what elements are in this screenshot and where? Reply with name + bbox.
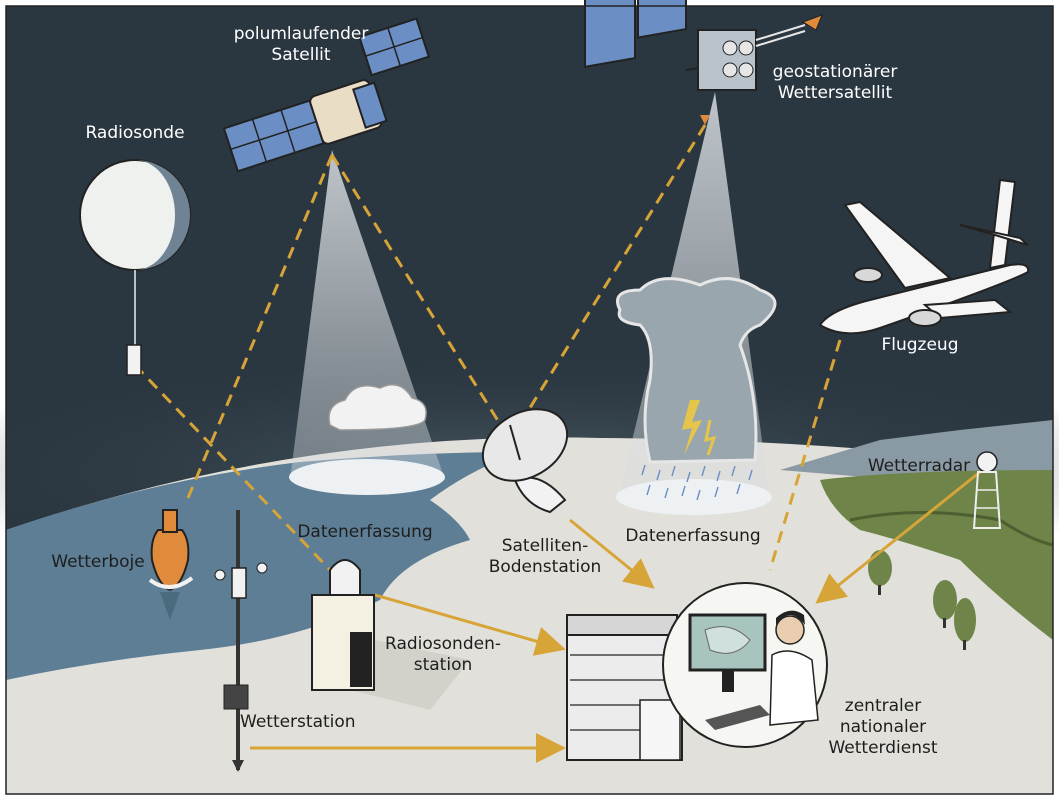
- balloon-icon: [79, 159, 191, 376]
- arrows: [250, 466, 986, 763]
- radiosonde-station: [311, 559, 470, 710]
- cloud-icon: [328, 383, 427, 431]
- buoy-icon: [148, 509, 194, 620]
- green-hills: [820, 470, 1053, 640]
- label-ground-station: Satelliten- Bodenstation: [488, 536, 602, 577]
- label-radiosonde: Radiosonde: [85, 123, 185, 143]
- storm-cloud: [616, 277, 777, 464]
- operator-inset: [662, 582, 828, 748]
- rain: [641, 464, 753, 501]
- label-radiosonde-station: Radiosonden- station: [385, 634, 501, 675]
- label-weather-radar: Wetterradar: [867, 456, 971, 476]
- label-polar-satellite: polumlaufender Satellit: [233, 24, 369, 65]
- radar-tower-icon: [972, 451, 1002, 529]
- polar-satellite: [222, 17, 431, 173]
- label-weather-station: Wetterstation: [240, 712, 356, 732]
- label-data-collection-right: Datenerfassung: [625, 526, 761, 546]
- label-aircraft: Flugzeug: [881, 335, 959, 355]
- trees: [868, 550, 976, 650]
- airplane-icon: [818, 178, 1030, 335]
- geo-satellite: [584, 0, 823, 125]
- label-data-collection-left: Datenerfassung: [297, 522, 433, 542]
- label-weather-buoy: Wetterboje: [51, 552, 145, 572]
- label-geo-satellite: geostationärer Wettersatellit: [772, 62, 898, 103]
- dish-antenna-icon: [481, 408, 569, 514]
- data-links: [133, 124, 842, 572]
- label-weather-service: zentraler nationaler Wetterdienst: [828, 696, 938, 758]
- building-icon: [566, 614, 683, 761]
- weather-station-mast: [214, 510, 268, 772]
- lightning-icon: [682, 400, 702, 455]
